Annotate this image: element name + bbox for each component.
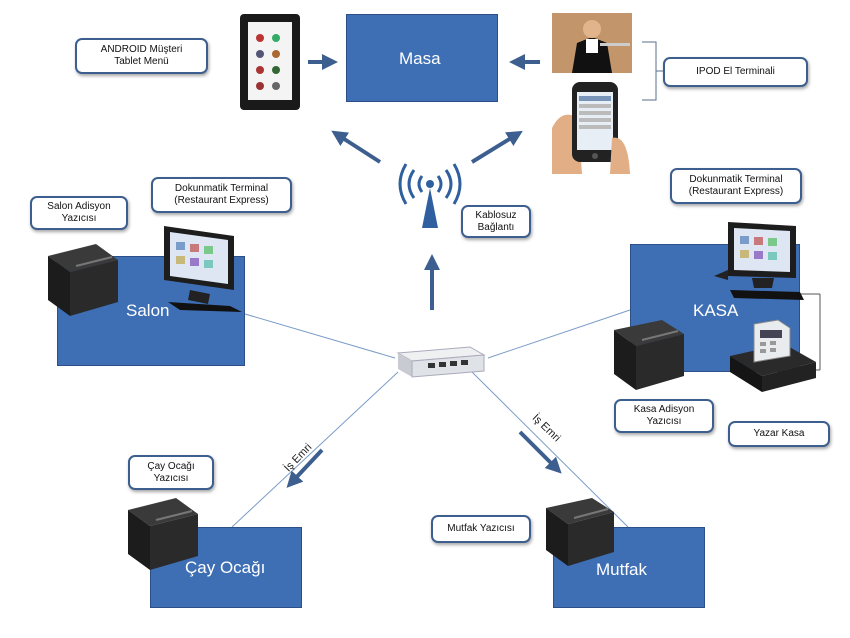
callout-cay-printer: Çay Ocağı Yazıcısı [128,455,214,490]
node-cay-ocagi-label: Çay Ocağı [185,558,266,577]
node-masa: Masa [346,14,498,102]
network-switch-icon [396,346,486,378]
node-kasa-label: KASA [693,301,739,320]
receipt-printer-icon [48,244,118,316]
callout-salon-terminal-line1: Dokunmatik Terminal [174,183,269,194]
arrow-wireless-to-ipod [470,130,523,164]
android-tablet-icon [240,14,300,110]
cash-register-icon [730,319,816,392]
wireless-antenna-icon [398,163,462,228]
callout-yazar-kasa-text: Yazar Kasa [753,428,805,439]
callout-yazar-kasa: Yazar Kasa [728,421,830,447]
callout-ipod: IPOD El Terminali [663,57,808,87]
callout-android-line1: ANDROID Müşteri [100,44,183,55]
callout-kasa-terminal-line1: Dokunmatik Terminal [689,174,783,185]
arrow-to-cay [286,448,324,488]
receipt-printer-icon [614,320,684,390]
ipod-bracket [642,41,657,101]
callout-salon-terminal: Dokunmatik Terminal (Restaurant Express) [151,177,292,213]
callout-salon-printer: Salon Adisyon Yazıcısı [30,196,128,230]
node-masa-label: Masa [399,49,441,68]
callout-android-line2: Tablet Menü [114,56,169,67]
callout-kasa-terminal-line2: (Restaurant Express) [688,186,784,197]
node-salon-label: Salon [126,301,170,320]
callout-kasa-printer-line1: Kasa Adisyon [633,404,695,415]
callout-android-tablet: ANDROID Müşteri Tablet Menü [75,38,208,74]
receipt-printer-icon [546,498,614,566]
node-mutfak-label: Mutfak [596,560,648,579]
iphone-icon [552,82,630,174]
cable-kasa [487,309,631,359]
cable-cay [231,371,399,528]
callout-cay-printer-line1: Çay Ocağı [147,460,195,472]
waiter-photo-icon [552,13,632,73]
receipt-printer-icon [128,498,198,570]
touch-terminal-icon [714,222,804,300]
callout-kasa-printer: Kasa Adisyon Yazıcısı [614,399,714,433]
cable-mutfak [471,371,629,528]
callout-kasa-terminal: Dokunmatik Terminal (Restaurant Express) [670,168,802,204]
arrow-wireless-to-tablet [331,130,382,164]
callout-salon-printer-line1: Salon Adisyon [47,201,111,212]
node-mutfak: Mutfak [553,527,705,608]
callout-kablosuz: Kablosuz Bağlantı [461,205,531,238]
arrow-to-mutfak [518,430,562,474]
callout-kablosuz-line2: Bağlantı [477,221,515,233]
callout-mutfak-printer: Mutfak Yazıcısı [431,515,531,543]
callout-kablosuz-line1: Kablosuz [475,209,517,221]
callout-ipod-text: IPOD El Terminali [696,66,775,77]
callout-salon-printer-line2: Yazıcısı [61,213,97,224]
callout-cay-printer-line2: Yazıcısı [153,472,189,484]
cable-salon [244,313,396,359]
callout-kasa-printer-line2: Yazıcısı [646,416,682,427]
callout-mutfak-printer-text: Mutfak Yazıcısı [447,523,515,534]
touch-terminal-icon [164,226,242,312]
callout-salon-terminal-line2: (Restaurant Express) [174,195,269,206]
